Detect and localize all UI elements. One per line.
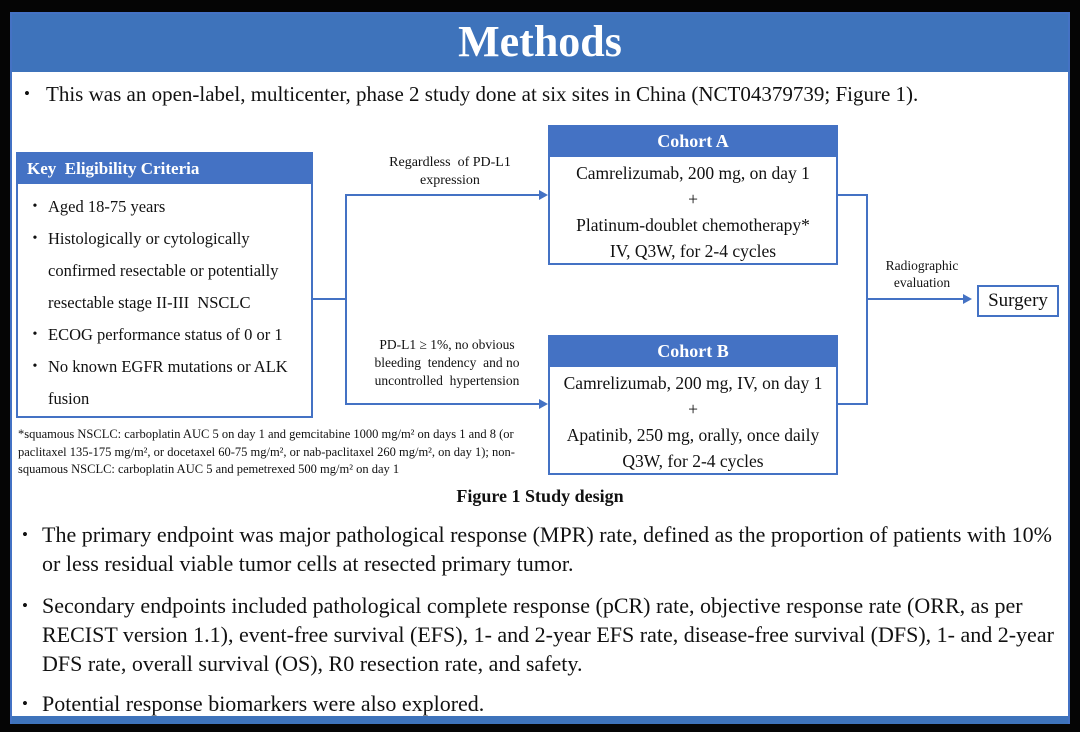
branch-label-pdl1-any: Regardless of PD-L1 expression xyxy=(357,154,543,189)
biomarkers-bullet: • Potential response biomarkers were als… xyxy=(22,689,1054,718)
connector-line xyxy=(838,194,868,196)
connector-line xyxy=(838,403,868,405)
branch-label-line: PD-L1 ≥ 1%, no obvious xyxy=(379,337,515,352)
figure-caption: Figure 1 Study design xyxy=(456,486,624,506)
secondary-endpoints-bullet: • Secondary endpoints included pathologi… xyxy=(22,591,1054,678)
radiographic-label-line: evaluation xyxy=(893,275,951,290)
cohort-a-line: Camrelizumab, 200 mg, on day 1 xyxy=(576,163,810,183)
intro-bullet-text: This was an open-label, multicenter, pha… xyxy=(46,82,919,106)
cohort-a-body: Camrelizumab, 200 mg, on day 1 + Platinu… xyxy=(550,157,836,264)
bullet-marker: • xyxy=(22,694,28,713)
radiographic-label-line: Radiographic xyxy=(885,258,959,273)
eligibility-item-text: Aged 18-75 years xyxy=(48,197,166,216)
radiographic-evaluation-label: Radiographic evaluation xyxy=(872,257,972,291)
branch-label-pdl1-positive: PD-L1 ≥ 1%, no obvious bleeding tendency… xyxy=(352,336,542,390)
eligibility-box: Key Eligibility Criteria • Aged 18-75 ye… xyxy=(16,152,313,418)
arrowhead-right xyxy=(539,399,548,409)
eligibility-item-text: Histologically or cytologically confirme… xyxy=(48,229,283,312)
arrowhead-right xyxy=(963,294,972,304)
connector-line xyxy=(313,298,347,300)
cohort-a-line: IV, Q3W, for 2-4 cycles xyxy=(609,241,777,261)
eligibility-item-text: No known EGFR mutations or ALK fusion xyxy=(48,357,292,408)
surgery-box: Surgery xyxy=(977,285,1059,317)
bullet-marker: • xyxy=(32,327,38,342)
eligibility-header: Key Eligibility Criteria xyxy=(18,154,311,184)
list-item: • No known EGFR mutations or ALK fusion xyxy=(22,351,306,415)
cohort-b-body: Camrelizumab, 200 mg, IV, on day 1 + Apa… xyxy=(550,367,836,474)
cohort-b-line: + xyxy=(688,399,698,419)
cohort-a-box: Cohort A Camrelizumab, 200 mg, on day 1 … xyxy=(548,125,838,265)
slide-title: Methods xyxy=(12,14,1068,72)
connector-line xyxy=(345,194,347,405)
cohort-b-box: Cohort B Camrelizumab, 200 mg, IV, on da… xyxy=(548,335,838,475)
cohort-b-line: Apatinib, 250 mg, orally, once daily xyxy=(566,425,820,445)
bullet-marker: • xyxy=(32,199,38,214)
slide-bottom-bar xyxy=(12,716,1068,724)
chemotherapy-footnote: *squamous NSCLC: carboplatin AUC 5 on da… xyxy=(18,427,517,476)
connector-line xyxy=(345,403,541,405)
cohort-a-header: Cohort A xyxy=(550,127,836,157)
bullet-marker: • xyxy=(32,231,38,246)
cohort-a-line: + xyxy=(688,189,698,209)
bullet-marker: • xyxy=(22,525,28,544)
cohort-b-line: Q3W, for 2-4 cycles xyxy=(622,451,764,471)
list-item: • Histologically or cytologically confir… xyxy=(22,223,306,319)
primary-endpoint-text: The primary endpoint was major pathologi… xyxy=(42,522,1052,576)
intro-bullet: • This was an open-label, multicenter, p… xyxy=(24,81,1034,107)
biomarkers-text: Potential response biomarkers were also … xyxy=(42,691,485,716)
list-item: • Aged 18-75 years xyxy=(22,191,306,223)
list-item: • ECOG performance status of 0 or 1 xyxy=(22,319,306,351)
cohort-b-header: Cohort B xyxy=(550,337,836,367)
branch-label-line: expression xyxy=(420,172,480,188)
cohort-a-line: Platinum-doublet chemotherapy* xyxy=(576,215,810,235)
secondary-endpoints-text: Secondary endpoints included pathologica… xyxy=(42,593,1054,676)
bullet-marker: • xyxy=(32,359,38,374)
connector-line xyxy=(866,298,966,300)
connector-line xyxy=(345,194,541,196)
bullet-marker: • xyxy=(24,84,30,103)
branch-label-line: Regardless of PD-L1 xyxy=(389,155,511,170)
primary-endpoint-bullet: • The primary endpoint was major patholo… xyxy=(22,520,1054,578)
arrowhead-right xyxy=(539,190,548,200)
eligibility-body: • Aged 18-75 years • Histologically or c… xyxy=(18,184,311,415)
eligibility-item-text: ECOG performance status of 0 or 1 xyxy=(48,325,283,344)
branch-label-line: uncontrolled hypertension xyxy=(374,373,520,388)
branch-label-line: bleeding tendency and no xyxy=(374,355,520,370)
bullet-marker: • xyxy=(22,596,28,615)
cohort-b-line: Camrelizumab, 200 mg, IV, on day 1 xyxy=(563,373,823,393)
